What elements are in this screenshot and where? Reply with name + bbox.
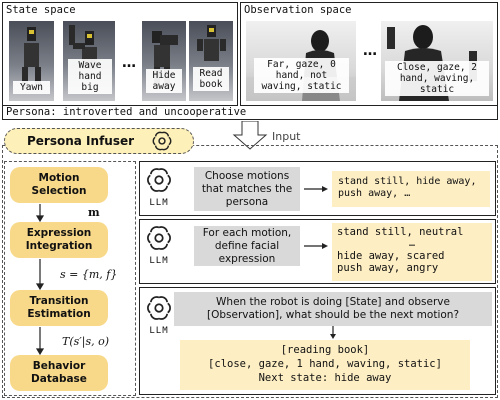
arrow-label-t: T(s′|s, o) <box>62 335 110 348</box>
instruction-box: For each motion, define facial expressio… <box>194 226 300 266</box>
stage-expression-integration: Expression Integration <box>10 222 108 258</box>
llm-label: LLM <box>149 198 169 208</box>
stage-label: Behavior Database <box>31 360 87 385</box>
llm-block: LLM <box>144 166 174 208</box>
stage-label: Transition Estimation <box>27 295 91 320</box>
llm-block: LLM <box>144 224 174 266</box>
llm-label: LLM <box>149 256 169 266</box>
state-label: Yawn <box>13 81 50 94</box>
output-line: … <box>408 238 416 249</box>
state-label: Wave hand big <box>68 59 112 94</box>
state-space-title: State space <box>6 4 76 16</box>
openai-logo-icon <box>147 226 171 250</box>
persona-infuser-region <box>2 145 498 398</box>
state-label: Hide away <box>146 69 182 93</box>
output-line: [close, gaze, 1 hand, waving, static] <box>208 358 442 370</box>
observation-label: Close, gaze, 2 hand, waving, static <box>385 61 489 96</box>
output-line: stand still, neutral <box>337 226 464 238</box>
arrow-right-icon <box>304 243 328 249</box>
llm-panel-transition: LLM When the robot is doing [State] and … <box>139 287 496 395</box>
persona-box: Persona: introverted and uncooperative <box>2 105 498 120</box>
stage-transition-estimation: Transition Estimation <box>10 290 108 326</box>
input-arrow <box>232 121 268 150</box>
arrow-down-icon <box>330 326 336 339</box>
instruction-text: When the robot is doing [State] and obse… <box>206 296 460 321</box>
pipeline-column <box>4 161 136 396</box>
llm-panel-expression: LLM For each motion, define facial expre… <box>139 219 496 284</box>
llm-block: LLM <box>144 294 174 336</box>
openai-logo-icon <box>147 296 171 320</box>
state-image-read-book: Read book <box>189 21 233 101</box>
instruction-box: When the robot is doing [State] and obse… <box>174 292 492 326</box>
state-space-panel: State space Yawn Wave hand big … Hide aw… <box>2 2 238 106</box>
observation-space-panel: Observation space Far, gaze, 0 hand, not… <box>240 2 498 106</box>
state-image-wave-hand: Wave hand big <box>63 21 115 101</box>
llm-panel-motion: LLM Choose motions that matches the pers… <box>139 161 496 216</box>
observation-image-far: Far, gaze, 0 hand, not waving, static <box>246 21 356 101</box>
observation-image-close: Close, gaze, 2 hand, waving, static <box>381 21 493 101</box>
persona-infuser-title: Persona Infuser <box>27 134 135 148</box>
arrow-label-s: s = {m, f} <box>60 268 118 281</box>
state-image-yawn: Yawn <box>9 21 54 101</box>
openai-logo-icon <box>152 131 172 151</box>
output-line: [reading book] <box>280 344 370 356</box>
stage-label: Motion Selection <box>31 172 87 197</box>
input-label: Input <box>272 130 301 143</box>
persona-text: Persona: introverted and uncooperative <box>6 106 247 118</box>
instruction-box: Choose motions that matches the persona <box>194 167 300 211</box>
pipeline-arrows <box>35 204 45 356</box>
stage-behavior-database: Behavior Database <box>10 355 108 391</box>
state-image-hide-away: Hide away <box>142 21 186 101</box>
output-line: Next state: hide away <box>258 372 392 384</box>
robot-icon <box>22 27 41 89</box>
output-line: push away, angry <box>337 262 439 274</box>
output-line: hide away, scared <box>337 250 445 262</box>
arrow-right-icon <box>304 186 328 192</box>
output-box: [reading book] [close, gaze, 1 hand, wav… <box>180 340 470 390</box>
instruction-text: For each motion, define facial expressio… <box>202 226 292 265</box>
arrow-label-m: m <box>88 206 100 219</box>
robot-icon <box>197 25 226 61</box>
stage-label: Expression Integration <box>25 227 93 252</box>
output-box: stand still, hide away, push away, … <box>332 171 490 207</box>
observation-space-title: Observation space <box>244 4 352 16</box>
openai-logo-icon <box>147 168 171 192</box>
stage-motion-selection: Motion Selection <box>10 167 108 203</box>
ellipsis: … <box>122 55 136 71</box>
instruction-text: Choose motions that matches the persona <box>201 169 293 208</box>
ellipsis: … <box>363 43 377 59</box>
output-box: stand still, neutral … hide away, scared… <box>332 223 492 281</box>
llm-label: LLM <box>149 326 169 336</box>
state-label: Read book <box>193 67 229 91</box>
observation-label: Far, gaze, 0 hand, not waving, static <box>254 58 349 93</box>
persona-infuser-pill: Persona Infuser <box>4 128 194 154</box>
output-text: stand still, hide away, push away, … <box>338 176 477 199</box>
